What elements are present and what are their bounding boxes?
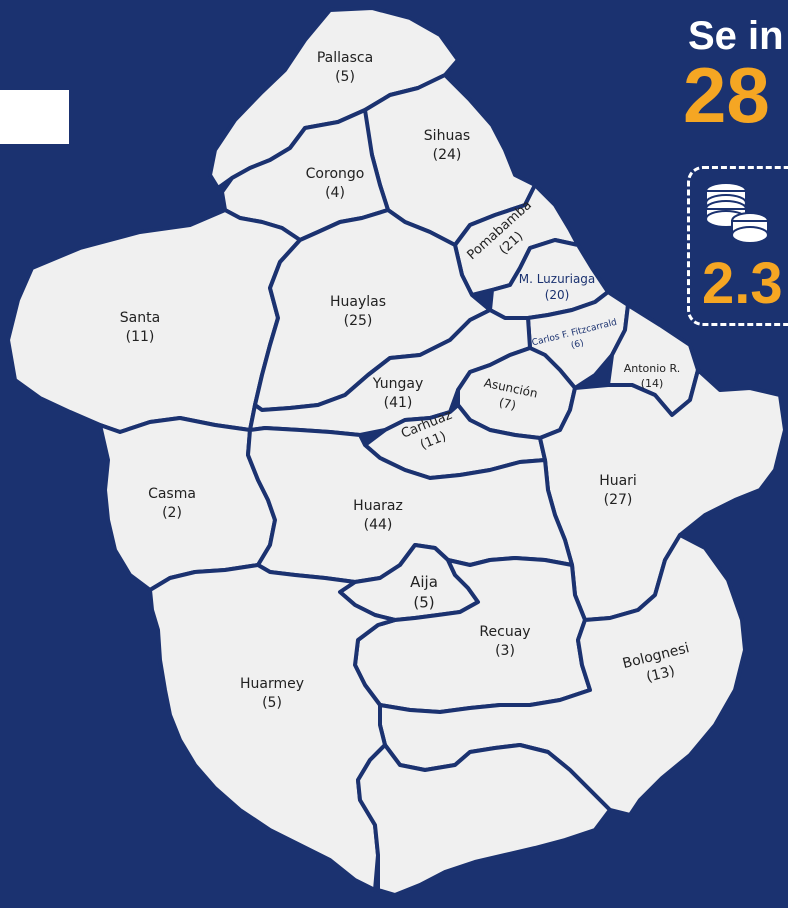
province-label: M. Luzuriaga (20): [519, 272, 596, 302]
big-number: 28: [683, 51, 770, 139]
province-count: (7): [498, 395, 518, 412]
province-label: Huari (27): [599, 473, 637, 508]
province-name: Santa: [120, 310, 160, 326]
province-label: Huaylas (25): [330, 294, 386, 329]
province-name: Huari: [599, 473, 637, 489]
province-count: (41): [384, 395, 413, 411]
province-label: Recuay (3): [479, 624, 530, 659]
province-name: Recuay: [479, 624, 530, 640]
province-name: Huaraz: [353, 498, 403, 514]
province-label: Huaraz (44): [353, 498, 403, 533]
province-label: Casma (2): [148, 486, 196, 521]
province-count: (5): [335, 69, 355, 85]
province-count: (44): [364, 517, 393, 533]
province-name: Huarmey: [240, 676, 304, 692]
coins-icon: [705, 182, 769, 244]
province-huarmey[interactable]: [148, 563, 397, 892]
province-count: (11): [126, 329, 155, 345]
province-count: (6): [570, 338, 585, 351]
province-count: (20): [545, 288, 570, 302]
province-count: (13): [645, 663, 677, 685]
province-name: Aija: [410, 573, 438, 591]
amount-box: [687, 166, 788, 326]
title-text: Se in: [688, 14, 784, 58]
province-label: Pallasca (5): [317, 50, 373, 85]
province-name: Pallasca: [317, 50, 373, 66]
province-label: Santa (11): [120, 310, 160, 345]
province-count: (4): [325, 185, 345, 201]
province-name: Antonio R.: [624, 362, 681, 375]
white-panel: [0, 90, 69, 144]
province-count: (2): [162, 505, 182, 521]
province-count: (5): [413, 593, 434, 611]
province-label: Yungay (41): [372, 376, 423, 411]
province-name: M. Luzuriaga: [519, 272, 596, 286]
province-name: Corongo: [306, 166, 365, 182]
province-name: Huaylas: [330, 294, 386, 310]
province-count: (3): [495, 643, 515, 659]
province-name: Sihuas: [424, 128, 470, 144]
province-count: (25): [344, 313, 373, 329]
province-count: (24): [433, 147, 462, 163]
province-count: (14): [641, 377, 664, 390]
province-name: Yungay: [372, 376, 423, 392]
province-name: Casma: [148, 486, 196, 502]
province-label: Corongo (4): [306, 166, 365, 201]
amount-value: 2.3: [702, 251, 783, 316]
province-south-strip: [356, 743, 612, 897]
province-label: Antonio R. (14): [624, 362, 681, 390]
province-count: (27): [604, 492, 633, 508]
province-label: Huarmey (5): [240, 676, 304, 711]
province-label: Aija (5): [410, 573, 438, 611]
province-count: (5): [262, 695, 282, 711]
province-label: Sihuas (24): [424, 128, 470, 163]
